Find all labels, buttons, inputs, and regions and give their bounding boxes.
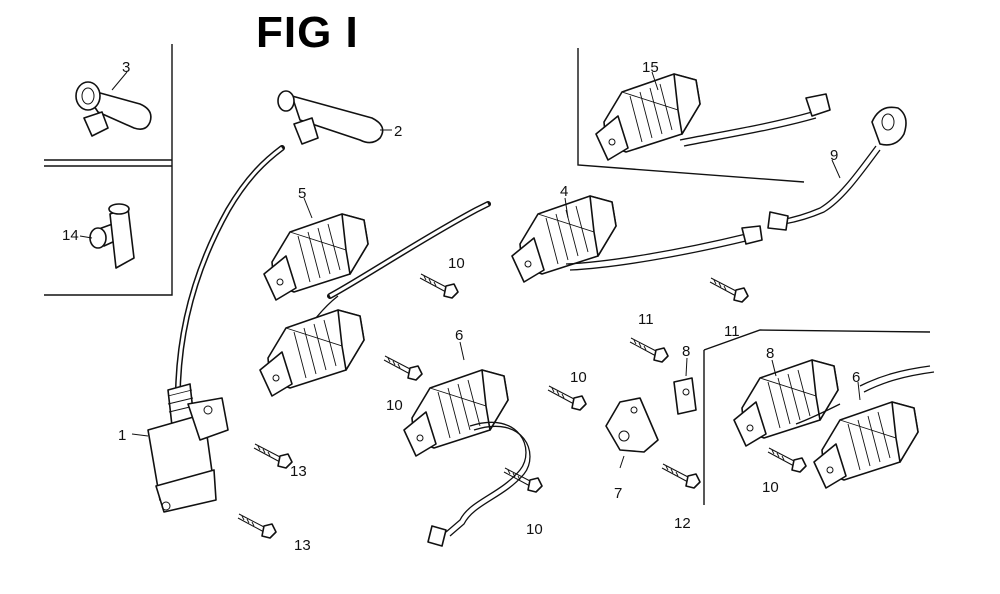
callout-11-center: 11 xyxy=(638,311,654,328)
bolts xyxy=(237,273,807,539)
part-4-coil xyxy=(511,195,763,283)
callout-6: 6 xyxy=(455,327,463,344)
callout-1: 1 xyxy=(118,427,126,444)
callout-13-upper: 13 xyxy=(290,463,307,480)
callouts: 1 2 3 4 5 6 6 7 8 8 9 10 10 10 10 10 11 … xyxy=(62,59,860,554)
callout-10-bottom: 10 xyxy=(526,521,543,538)
part-6-coil xyxy=(403,341,531,547)
section-divider-lines xyxy=(44,44,931,505)
callout-8: 8 xyxy=(682,343,690,360)
callout-10-top: 10 xyxy=(448,255,465,272)
callout-9: 9 xyxy=(830,147,838,164)
callout-13-lower: 13 xyxy=(294,537,311,554)
part-2-plug-cap xyxy=(277,90,392,145)
callout-10-inset: 10 xyxy=(762,479,779,496)
part-3-plug-cap xyxy=(75,71,152,137)
callout-10-left: 10 xyxy=(386,397,403,414)
part-8-coil-inset xyxy=(733,359,841,447)
callout-5: 5 xyxy=(298,185,306,202)
part-coil-lower-left xyxy=(259,295,365,397)
callout-2: 2 xyxy=(394,123,402,140)
callout-15: 15 xyxy=(642,59,659,76)
callout-8-inset: 8 xyxy=(766,345,774,362)
part-1-ignition-unit xyxy=(131,145,285,513)
callout-4: 4 xyxy=(560,183,568,200)
callout-7: 7 xyxy=(614,485,622,502)
part-5-coil xyxy=(263,197,491,301)
part-14-plug-cap xyxy=(79,203,135,269)
callout-11-right: 11 xyxy=(724,323,740,340)
part-7-bracket xyxy=(605,397,659,469)
figure-title: FIG I xyxy=(256,8,359,57)
callout-14: 14 xyxy=(62,227,79,244)
callout-3: 3 xyxy=(122,59,130,76)
part-15-coil xyxy=(595,71,831,161)
part-6-coil-inset xyxy=(813,365,935,489)
callout-6-inset: 6 xyxy=(852,369,860,386)
callout-12: 12 xyxy=(674,515,691,532)
part-9-lead-wire xyxy=(767,106,907,231)
part-8-clip xyxy=(673,357,697,415)
callout-10-right: 10 xyxy=(570,369,587,386)
